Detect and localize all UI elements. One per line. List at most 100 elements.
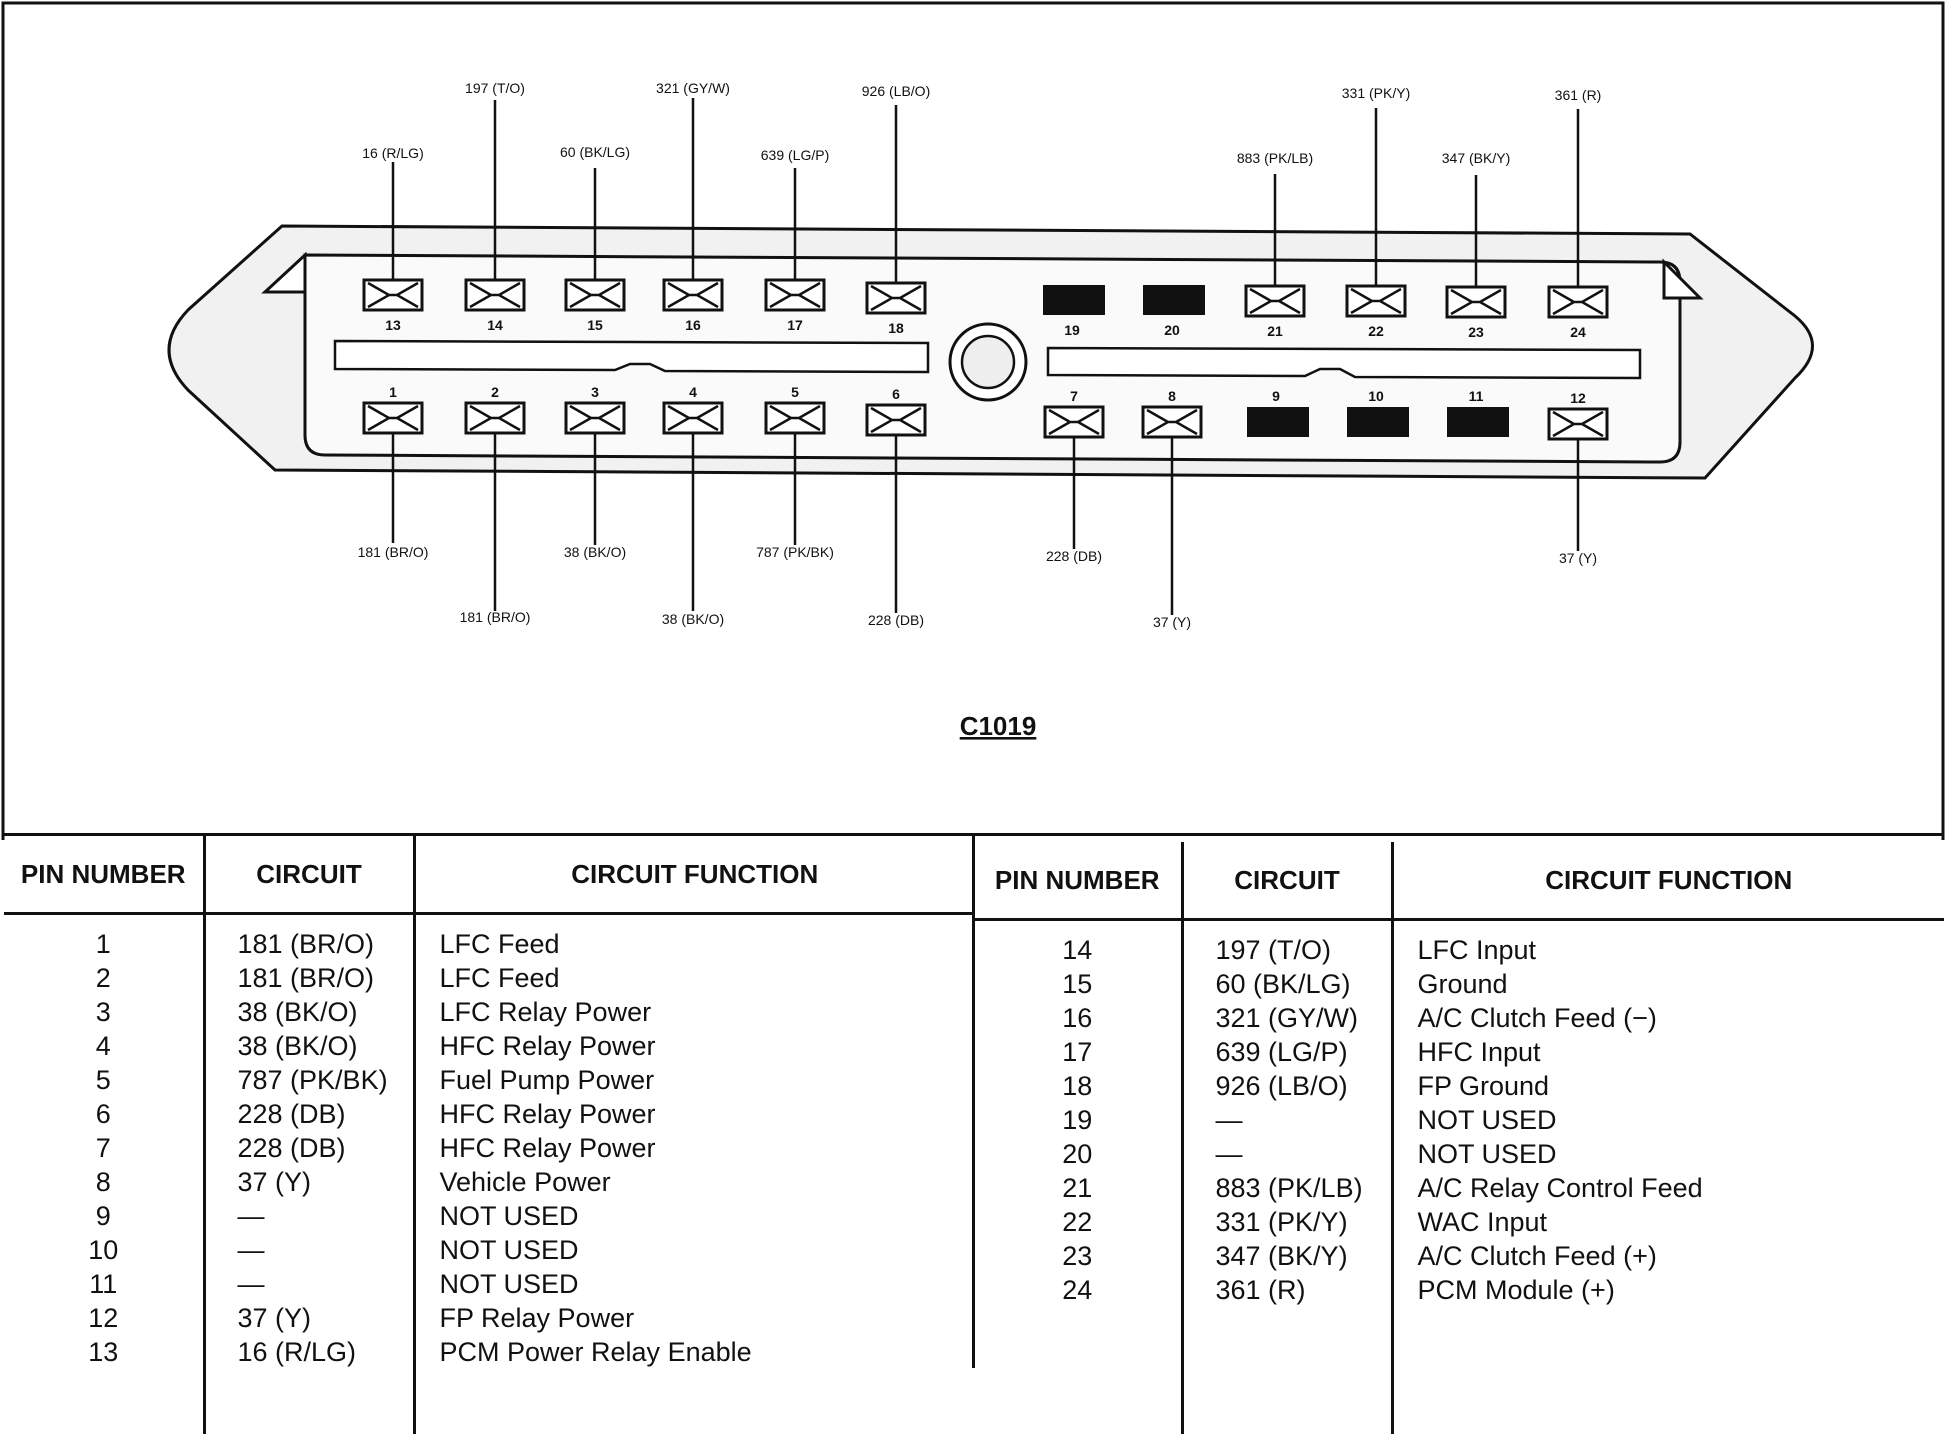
key-rail-left [333, 339, 930, 374]
pin-number-cell: 19 [1062, 1105, 1093, 1135]
circuit-function-cell: Vehicle Power [439, 1167, 611, 1197]
pin-number-cell: 16 [1062, 1003, 1093, 1033]
circuit-cell: 361 (R) [1215, 1275, 1306, 1305]
circuit-function-cell: A/C Clutch Feed (+) [1417, 1241, 1657, 1271]
circuit-function-cell: PCM Power Relay Enable [439, 1337, 752, 1367]
table-divider [972, 836, 975, 1368]
circuit-cell: 787 (PK/BK) [237, 1065, 388, 1095]
pin-number-cell: 2 [95, 963, 111, 993]
pin-number-2: 2 [491, 384, 499, 400]
pin-terminal-1 [367, 404, 419, 432]
circuit-function-cell: HFC Relay Power [439, 1099, 656, 1129]
pin-number-16: 16 [685, 317, 701, 333]
circuit-function-cell: LFC Relay Power [439, 997, 652, 1027]
col-header-circuit-function: CIRCUIT FUNCTION [571, 858, 819, 889]
pin-number-cell: 24 [1062, 1275, 1093, 1305]
pin-terminal-6 [870, 406, 922, 434]
pin-number-cell: 5 [95, 1065, 111, 1095]
center-post-inner [960, 334, 1016, 390]
pin-number-21: 21 [1267, 323, 1283, 339]
pin-blocked-9 [1247, 407, 1309, 437]
pin-blocked-20 [1143, 285, 1205, 315]
circuit-cell: 321 (GY/W) [1215, 1003, 1359, 1033]
circuit-function-cell: NOT USED [1417, 1139, 1557, 1169]
pin-number-12: 12 [1570, 390, 1586, 406]
pin-number-6: 6 [892, 386, 900, 402]
circuit-function-cell: LFC Feed [439, 929, 560, 959]
pin-terminal-15 [569, 281, 621, 309]
pin-terminal-23 [1450, 288, 1502, 316]
pin-number-cell: 11 [89, 1269, 118, 1299]
circuit-function-cell: HFC Relay Power [439, 1133, 656, 1163]
circuit-function-cell: FP Ground [1417, 1071, 1550, 1101]
connector-title: C1019 [960, 711, 1037, 741]
pin-number-15: 15 [587, 317, 603, 333]
circuit-function-cell: LFC Input [1417, 935, 1537, 965]
pin-number-22: 22 [1368, 323, 1384, 339]
pin-number-11: 11 [1469, 388, 1484, 404]
pin-terminal-13 [367, 281, 419, 309]
pin-number-cell: 10 [88, 1235, 119, 1265]
pin-number-cell: 8 [95, 1167, 111, 1197]
pin-number-cell: 7 [95, 1133, 111, 1163]
circuit-cell: 181 (BR/O) [237, 963, 375, 993]
pin-number-14: 14 [487, 317, 503, 333]
pin-blocked-19 [1043, 285, 1105, 315]
pin-number-18: 18 [888, 320, 904, 336]
pin-number-cell: 9 [95, 1201, 111, 1231]
col-header-pin-number-2: PIN NUMBER [974, 842, 1184, 920]
pin-number-10: 10 [1368, 388, 1384, 404]
wire-label-3: 38 (BK/O) [564, 544, 626, 560]
circuit-cell: — [237, 1201, 265, 1231]
pin-terminal-7 [1048, 408, 1100, 436]
wire-label-12: 37 (Y) [1559, 550, 1597, 566]
wire-label-5: 787 (PK/BK) [756, 544, 834, 560]
circuit-cell: 38 (BK/O) [237, 1031, 358, 1061]
pin-number-cell: 21 [1062, 1173, 1093, 1203]
wire-label-14: 197 (T/O) [465, 80, 525, 96]
wire-label-6: 228 (DB) [868, 612, 924, 628]
pin-number-cell: 22 [1062, 1207, 1093, 1237]
pin-terminal-4 [667, 404, 719, 432]
circuit-cell: 181 (BR/O) [237, 929, 375, 959]
pin-number-cell: 17 [1062, 1037, 1093, 1067]
circuit-function-cell: WAC Input [1417, 1207, 1548, 1237]
circuit-cell: 37 (Y) [237, 1303, 312, 1333]
wire-label-17: 639 (LG/P) [761, 147, 829, 163]
circuit-function-cell: HFC Input [1417, 1037, 1541, 1067]
circuit-cell: 228 (DB) [237, 1133, 346, 1163]
circuit-cell: 38 (BK/O) [237, 997, 358, 1027]
circuit-function-cell: HFC Relay Power [439, 1031, 656, 1061]
wire-label-8: 37 (Y) [1153, 614, 1191, 630]
pin-number-7: 7 [1070, 388, 1078, 404]
pin-terminal-24 [1552, 288, 1604, 316]
pin-number-cell: 12 [88, 1303, 119, 1333]
pin-blocked-11 [1447, 407, 1509, 437]
circuit-cell: 37 (Y) [237, 1167, 312, 1197]
circuit-function-cell: FP Relay Power [439, 1303, 635, 1333]
circuit-cell: 60 (BK/LG) [1215, 969, 1351, 999]
wire-label-2: 181 (BR/O) [460, 609, 531, 625]
pin-number-13: 13 [385, 317, 401, 333]
col-header-circuit-2: CIRCUIT [1182, 842, 1394, 920]
pin-number-cell: 4 [95, 1031, 111, 1061]
pin-terminal-18 [870, 284, 922, 312]
wire-label-1: 181 (BR/O) [358, 544, 429, 560]
pin-number-cell: 14 [1062, 935, 1093, 965]
circuit-cell: 16 (R/LG) [237, 1337, 357, 1367]
col-header-circuit: CIRCUIT [204, 836, 416, 914]
pin-number-23: 23 [1468, 324, 1484, 340]
pin-terminal-21 [1249, 287, 1301, 315]
pin-number-cell: 6 [95, 1099, 111, 1129]
circuit-function-cell: LFC Feed [439, 963, 560, 993]
pin-terminal-2 [469, 404, 521, 432]
circuit-cell: — [237, 1269, 265, 1299]
pin-number-19: 19 [1064, 322, 1080, 338]
circuit-function-cell: A/C Clutch Feed (−) [1417, 1003, 1657, 1033]
circuit-cell: 331 (PK/Y) [1215, 1207, 1348, 1237]
key-rail-right [1046, 346, 1642, 380]
pin-number-20: 20 [1164, 322, 1180, 338]
